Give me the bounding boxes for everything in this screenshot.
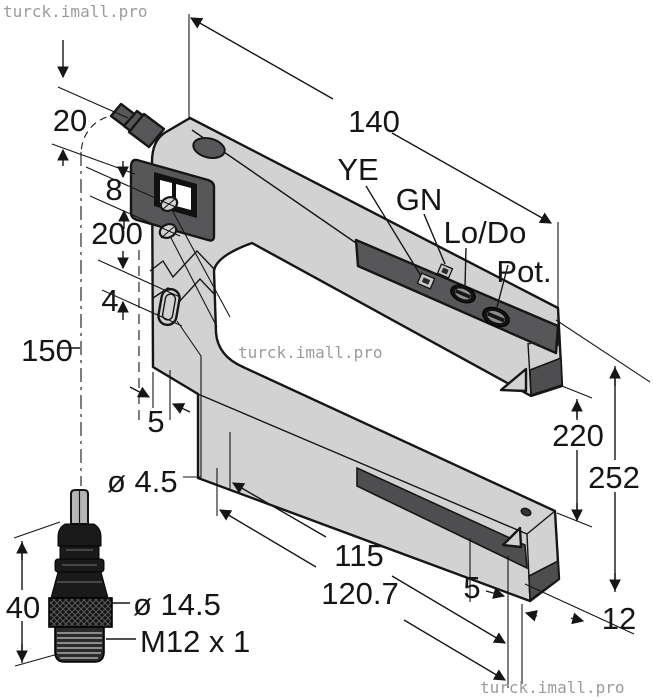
lower-window-strip: [356, 466, 528, 570]
dimension-labels: 20 8 200 4 150 5 ø 4.5 140 115 120.7 40 …: [6, 103, 640, 659]
m12-connector: [48, 489, 113, 663]
green-led: [436, 263, 454, 279]
watermark-top-left: turck.imall.pro: [3, 2, 148, 21]
hole-leader-lines: [169, 209, 231, 478]
dim-label-connector-diameter: ø 14.5: [133, 587, 221, 622]
dim-label-inner-length: 115: [334, 538, 383, 573]
mounting-holes: [157, 196, 181, 327]
watermarks: turck.imall.pro turck.imall.pro turck.im…: [3, 2, 625, 697]
dim-label-hole-diameter: ø 4.5: [107, 464, 178, 499]
dim-label-top-length: 140: [348, 104, 400, 139]
dim-label-connector-thread: M12 x 1: [140, 624, 250, 659]
dim-label-slot-width: 4: [101, 283, 118, 318]
dim-label-body-foot: 5: [147, 404, 164, 439]
upper-triangle-mark: [499, 367, 528, 393]
dim-label-overall-height: 252: [588, 460, 640, 495]
dim-label-gap-height: 220: [552, 418, 604, 453]
control-panel: [354, 238, 560, 355]
lower-triangle-mark: [501, 526, 523, 549]
sensing-windows: [356, 356, 563, 602]
dim-label-cable-length: 150: [21, 333, 73, 368]
top-oval-hole: [192, 137, 226, 159]
yellow-led: [416, 272, 436, 290]
watermark-center: turck.imall.pro: [238, 343, 383, 362]
potentiometer-label: Pot.: [496, 254, 551, 289]
potentiometer: [482, 306, 510, 328]
upper-end-band: [529, 356, 563, 397]
dim-label-gland-length: 20: [53, 103, 87, 138]
watermark-bottom-right: turck.imall.pro: [480, 678, 625, 697]
light-dark-switch-label: Lo/Do: [444, 215, 527, 250]
mounting-slot: [157, 287, 181, 327]
dim-label-arm-width: 12: [602, 601, 636, 636]
dim-label-connector-length: 40: [6, 590, 40, 625]
connector-knurl-ring: [48, 597, 113, 628]
light-dark-switch: [450, 284, 476, 304]
alignment-marks: [499, 367, 532, 549]
yellow-led-label: YE: [337, 152, 378, 187]
green-led-label: GN: [396, 182, 443, 217]
dim-label-arm-length: 200: [91, 216, 143, 251]
indicator-labels: YE GN Lo/Do Pot.: [337, 152, 551, 289]
dim-label-outer-length: 120.7: [321, 576, 399, 611]
dim-label-window-offset: 5: [463, 570, 480, 605]
break-line-upper: [149, 249, 216, 279]
lower-arm-hole: [520, 507, 532, 517]
dimension-lines: [6, 14, 651, 688]
dim-label-hole-spacing: 8: [105, 172, 122, 207]
lower-end-band: [528, 559, 560, 602]
